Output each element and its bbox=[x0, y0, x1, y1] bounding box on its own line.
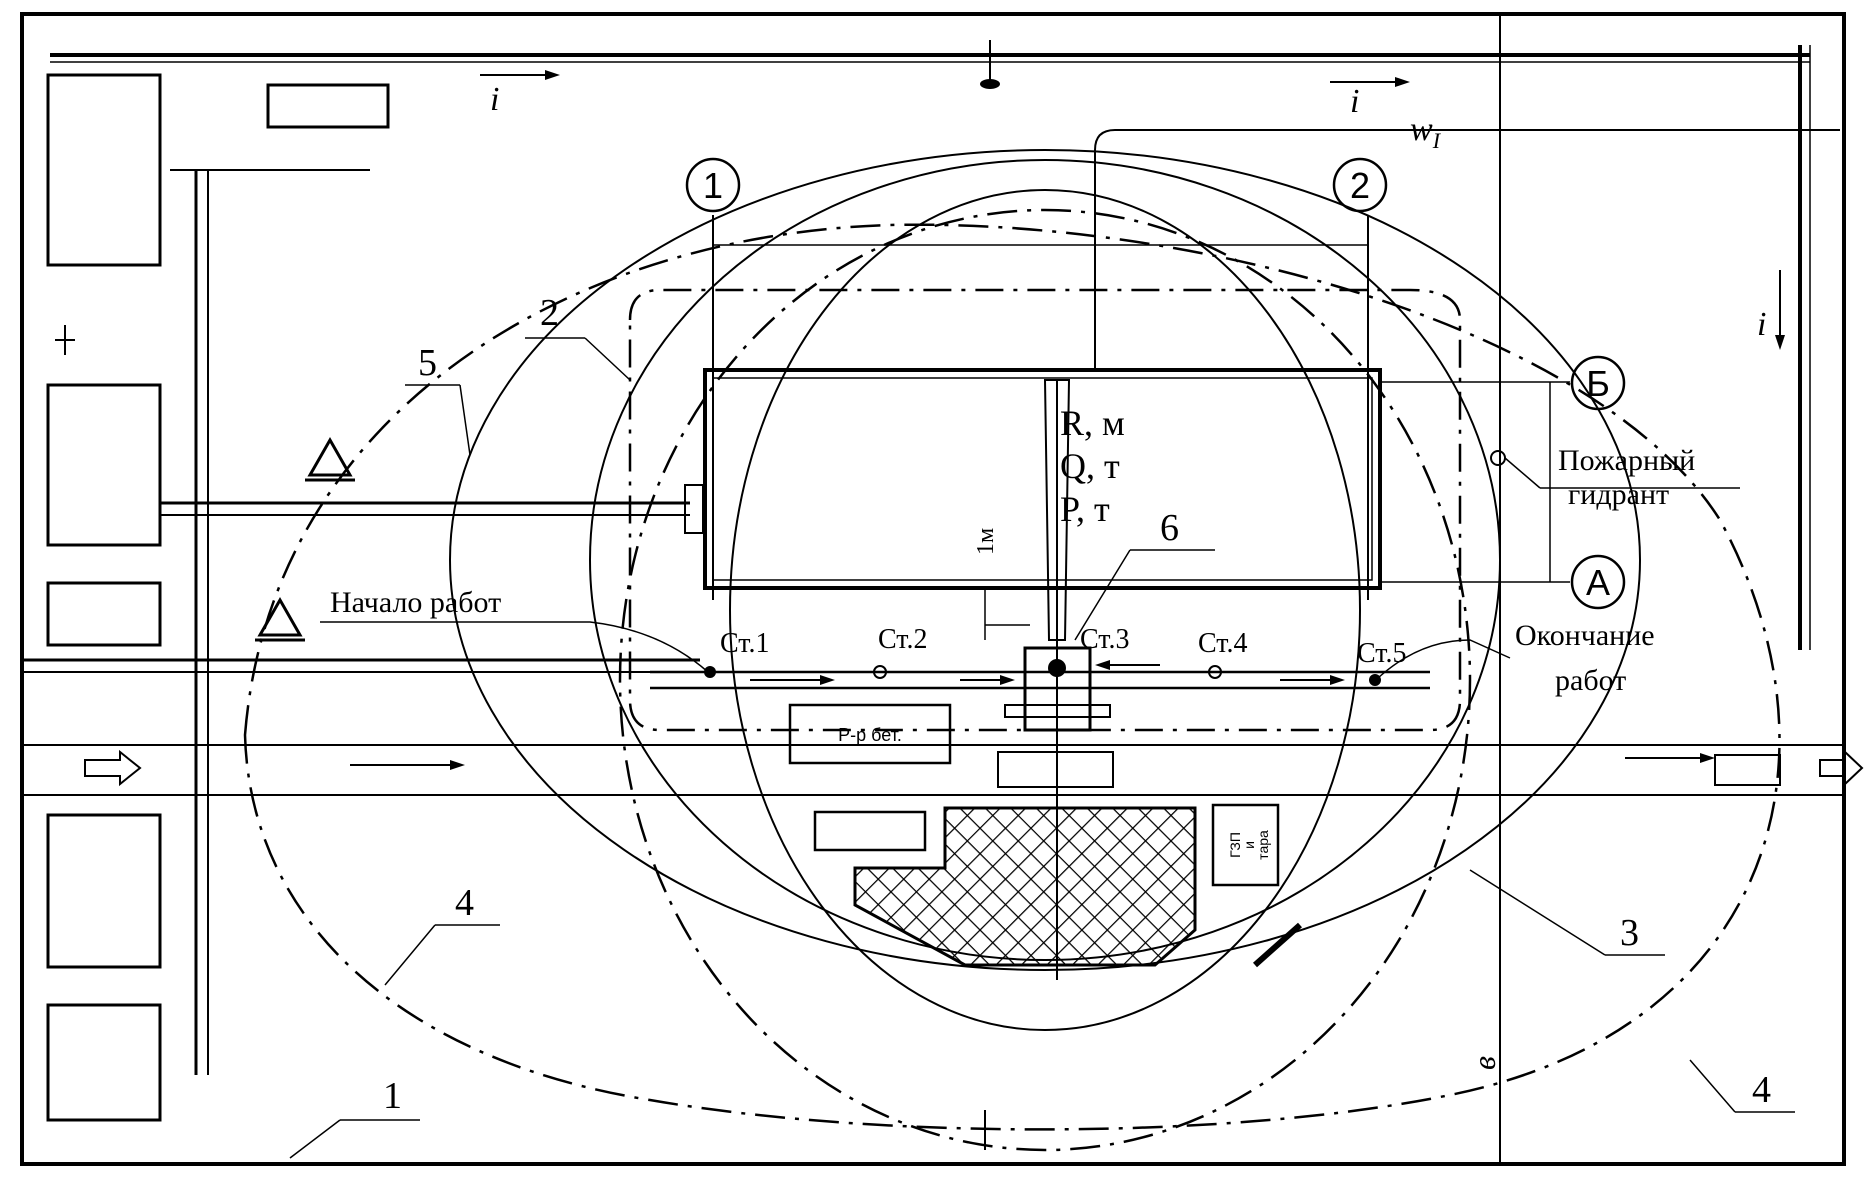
station-label-4: Ст.4 bbox=[1198, 628, 1247, 659]
hydrant-leader bbox=[1504, 457, 1541, 489]
station-label-3: Ст.3 bbox=[1080, 624, 1129, 655]
warning-sign-icon bbox=[307, 436, 353, 477]
water-w-label: wI bbox=[1410, 111, 1442, 153]
warning-sign-icon-2 bbox=[257, 596, 303, 637]
station-point-1 bbox=[704, 666, 716, 678]
crane-radius: R, м bbox=[1060, 403, 1125, 443]
site-boundary bbox=[20, 12, 1846, 1166]
bench-object bbox=[1253, 922, 1302, 968]
road-sign-exit bbox=[1714, 754, 1781, 786]
crane-load: P, т bbox=[1060, 489, 1110, 529]
temp-building-5 bbox=[46, 1003, 162, 1122]
road-entry-arrow bbox=[84, 749, 142, 787]
axis-label-2: 2 bbox=[1350, 165, 1370, 206]
station-label-1: Ст.1 bbox=[720, 628, 769, 659]
callout-2-leader bbox=[584, 337, 631, 381]
storage-area-hatched bbox=[853, 806, 1197, 967]
callout-4a: 4 bbox=[455, 882, 474, 924]
callout-4a-leader bbox=[384, 924, 436, 986]
callout-3-leader bbox=[1469, 869, 1606, 956]
callout-3: 3 bbox=[1620, 912, 1639, 954]
station-point-5 bbox=[1369, 674, 1381, 686]
axis-label-1: 1 bbox=[703, 165, 723, 206]
temp-building-top bbox=[266, 83, 390, 129]
water-line bbox=[1094, 129, 1840, 370]
crane-boom bbox=[1043, 379, 1071, 641]
callout-5-leader bbox=[459, 384, 471, 456]
tool-storage-label-2: и bbox=[1241, 841, 1257, 849]
tool-storage-label-3: тара bbox=[1255, 830, 1271, 860]
station-point-4 bbox=[1208, 665, 1222, 679]
end-work-leader bbox=[1377, 639, 1511, 679]
tool-storage bbox=[1211, 803, 1280, 887]
station-label-5: Ст.5 bbox=[1357, 638, 1406, 669]
temp-building-2 bbox=[46, 383, 162, 547]
temp-building-4 bbox=[46, 813, 162, 969]
hazard-zone-4 bbox=[618, 208, 1472, 1152]
callout-4b-leader bbox=[1689, 1059, 1736, 1113]
mortar-box bbox=[788, 703, 952, 765]
station-label-2: Ст.2 bbox=[878, 624, 927, 655]
callout-1: 1 bbox=[383, 1075, 402, 1117]
start-work-leader bbox=[320, 621, 709, 673]
station-point-2 bbox=[873, 665, 887, 679]
meas-b-label: в bbox=[1466, 1056, 1502, 1070]
callout-5: 5 bbox=[418, 342, 437, 384]
hazard-zone-outer bbox=[243, 223, 1781, 1131]
callout-4b: 4 bbox=[1752, 1069, 1771, 1111]
mortar-box-label: Р-р бет. bbox=[838, 725, 902, 745]
hydrant-label-1: Пожарный bbox=[1558, 444, 1695, 477]
end-work-label-2: работ bbox=[1555, 664, 1626, 697]
end-work-label-1: Окончание bbox=[1515, 619, 1655, 652]
callout-2: 2 bbox=[540, 292, 559, 334]
crane-reach-5 bbox=[449, 149, 1641, 971]
callout-6: 6 bbox=[1160, 507, 1179, 549]
slope-i-3: i bbox=[1757, 306, 1766, 343]
start-work-label: Начало работ bbox=[330, 586, 501, 619]
slope-i-1: i bbox=[490, 81, 499, 118]
slope-i-2: i bbox=[1350, 83, 1359, 120]
axis-label-A: А bbox=[1586, 562, 1610, 603]
temp-building-1 bbox=[46, 73, 162, 267]
building-inner bbox=[712, 377, 1373, 581]
crane-counterweight bbox=[997, 751, 1114, 788]
axis-marker-A bbox=[1570, 554, 1626, 610]
crane-capacity: Q, т bbox=[1060, 446, 1120, 486]
hydrant-icon bbox=[1490, 450, 1506, 466]
water-connector bbox=[684, 484, 704, 534]
axis-marker-1 bbox=[685, 157, 741, 213]
hazard-zone-2 bbox=[628, 288, 1462, 732]
callout-1-leader bbox=[289, 1119, 341, 1159]
tool-storage-label-1: ГЗП bbox=[1227, 832, 1243, 858]
temp-building-3 bbox=[46, 581, 162, 647]
callout-6-leader bbox=[1074, 549, 1131, 641]
building-outline bbox=[703, 368, 1382, 590]
hydrant-label-2: гидрант bbox=[1568, 478, 1669, 511]
crane-working-zone bbox=[729, 189, 1361, 1031]
storage-box-small bbox=[813, 810, 927, 852]
axis-label-B: Б bbox=[1586, 363, 1610, 404]
road-exit-arrow bbox=[1819, 749, 1864, 787]
dim-1m-label: 1м bbox=[973, 528, 999, 555]
